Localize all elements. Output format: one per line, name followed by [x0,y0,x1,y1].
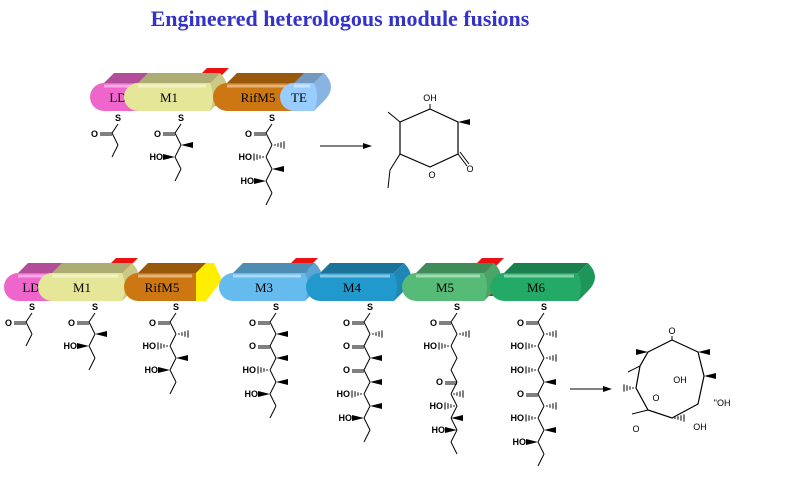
chain-m6-o: O [517,389,524,399]
macrolactone-ring [635,339,705,419]
chain-m1b-ho: HO [64,341,78,351]
chain-rifm5-ho: HO [239,152,253,162]
chain-m6-o: O [517,318,524,328]
svg-text:M1: M1 [73,280,91,295]
chain-m5-s: S [454,302,460,312]
chain-ld-s: S [115,113,121,123]
svg-text:RifM5: RifM5 [241,90,276,105]
mac-oh-1: OH [673,375,687,385]
mac-oh-2: ''OH [714,398,731,408]
ring-o: O [428,170,435,180]
arrow-bottom [603,386,612,392]
ring-oh: OH [423,93,437,103]
module-m1: M1 [124,73,227,111]
chain-rifm5b-ho: HO [145,365,159,375]
chain-m3-s: S [273,302,279,312]
chain-m3-o: O [249,341,256,351]
module-m6: M6 [490,263,595,301]
svg-text:RifM5: RifM5 [145,280,180,295]
chain-rifm5b-o: O [149,318,156,328]
chain-ld2-o: O [5,318,12,328]
module-m5: M5 [402,263,501,301]
module-te: TE [280,73,331,111]
module-m4: M4 [306,263,411,301]
chain-rifm5b-ho: HO [143,341,157,351]
chain-m1b-s: S [92,302,98,312]
chain-m1b-o: O [68,318,75,328]
chain-m5-o: O [430,318,437,328]
chain-m1-o: O [154,129,161,139]
chain-m4-o: O [343,365,350,375]
chain-m4-o: O [343,318,350,328]
chain-m6-ho: HO [513,437,527,447]
svg-text:M3: M3 [255,280,273,295]
chain-m4-o: O [343,341,350,351]
chain-m1-s: S [178,113,184,123]
chain-m5-ho: HO [424,341,438,351]
chain-m3-ho: HO [245,389,259,399]
chain-m4-ho: HO [337,389,351,399]
chain-m1-ho: HO [150,152,164,162]
svg-text:M6: M6 [527,280,546,295]
chain-ld-o: O [91,129,98,139]
chain-m6-ho: HO [511,413,525,423]
chain-m6-s: S [541,302,547,312]
svg-text:TE: TE [291,90,307,105]
module-m3: M3 [219,263,322,301]
chain-m4-ho: HO [339,413,353,423]
svg-text:LD: LD [109,90,126,105]
chain-m5-ho: HO [432,425,446,435]
chain-ld2-s: S [29,302,35,312]
lactone-ring [399,108,459,168]
chain-rifm5-ho: HO [241,176,255,186]
svg-text:LD: LD [22,280,39,295]
mac-o-bottom: O [632,424,639,434]
ring-carbonyl-o: O [466,164,473,174]
yellow-linker [196,263,222,301]
module-m1: M1 [38,263,139,301]
svg-text:M4: M4 [343,280,362,295]
mac-o-ring: O [652,393,659,403]
chain-rifm5b-s: S [173,302,179,312]
arrow-top [363,143,372,149]
mac-oh-3: OH [693,422,707,432]
chain-m4-s: S [367,302,373,312]
mac-o-top: O [668,326,675,336]
chain-m6-ho: HO [511,341,525,351]
chain-m3-o: O [249,318,256,328]
chain-m5-ho: HO [430,401,444,411]
page-title: Engineered heterologous module fusions [150,6,530,31]
chain-m6-ho: HO [511,365,525,375]
chain-rifm5-s: S [269,113,275,123]
chain-m5-o: O [436,377,443,387]
svg-text:M5: M5 [436,280,454,295]
svg-text:M1: M1 [160,90,178,105]
chain-rifm5-o: O [245,129,252,139]
chain-m3-ho: HO [243,365,257,375]
